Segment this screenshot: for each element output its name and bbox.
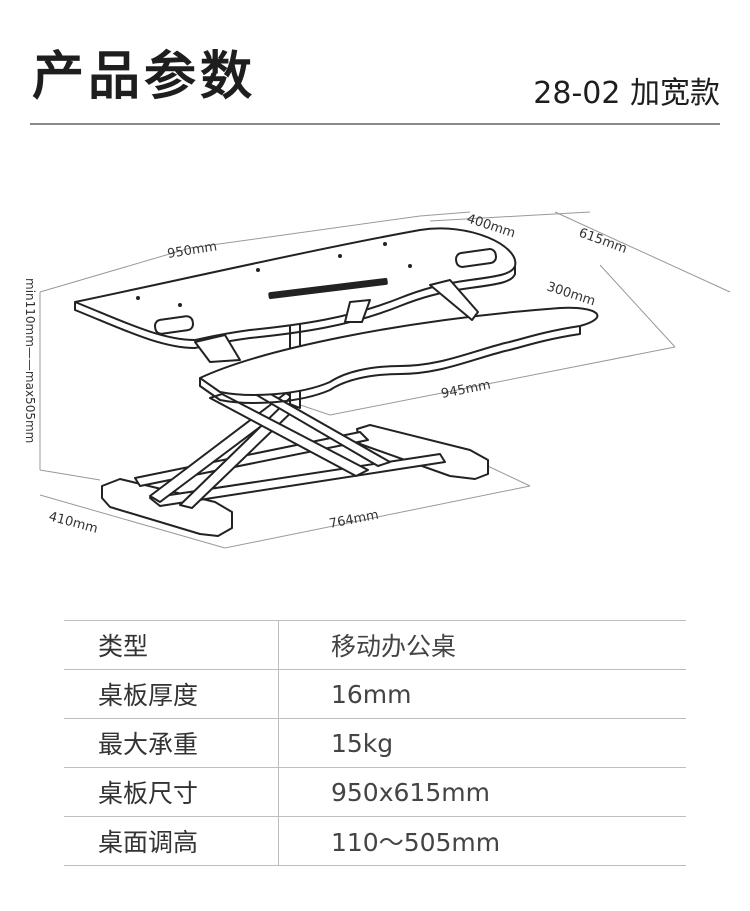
desk-top-surface	[74, 227, 517, 341]
spec-label: 最大承重	[64, 718, 279, 768]
keyboard-tray	[199, 306, 599, 396]
spec-row: 桌面调高 110～505mm	[64, 816, 686, 866]
spec-label: 桌面调高	[64, 816, 279, 866]
riser-bracket-left	[194, 334, 241, 363]
label-base-width: 764mm	[328, 508, 380, 532]
dim-line-base-width	[224, 485, 531, 549]
dim-line-base-depth	[39, 494, 226, 549]
spec-label: 桌板尺寸	[64, 767, 279, 817]
page-title: 产品参数	[32, 47, 257, 107]
spec-row: 类型 移动办公桌	[64, 620, 686, 670]
spec-table: 类型 移动办公桌桌板厚度 16mm 最大承重 15kg 桌板尺寸 950x615mm 桌面调高…	[64, 620, 686, 866]
label-base-depth: 410mm	[47, 509, 99, 536]
spec-row: 桌板厚度 16mm	[64, 669, 686, 719]
base-back-foot	[356, 424, 489, 480]
dim-line-top-width-left	[39, 247, 191, 293]
spec-row: 桌板尺寸 950x615mm	[64, 767, 686, 817]
spec-label: 桌板厚度	[64, 669, 279, 719]
label-tray-width: 945mm	[440, 378, 492, 402]
label-height-range: min110mm——max505mm	[23, 278, 37, 443]
label-top-width: 950mm	[166, 239, 218, 262]
left-handle	[153, 315, 195, 335]
scissor-leg-front-b	[209, 393, 369, 477]
dim-line-depth	[429, 211, 591, 222]
spec-value: 16mm	[331, 679, 412, 709]
spec-value: 15kg	[331, 728, 394, 758]
spec-value: 110～505mm	[331, 828, 501, 857]
label-total-depth: 615mm	[577, 226, 629, 257]
header-divider	[30, 123, 720, 125]
model-name: 28-02 加宽款	[533, 76, 720, 111]
right-handle	[454, 248, 498, 268]
riser-bracket-right	[429, 279, 479, 321]
spec-label: 类型	[64, 620, 279, 670]
spec-value: 950x615mm	[331, 777, 490, 807]
spec-value: 移动办公桌	[331, 632, 457, 661]
spec-row: 最大承重 15kg	[64, 718, 686, 768]
tablet-slot	[268, 277, 388, 300]
product-dimension-drawing: 950mm 400mm 615mm 300mm 945mm 764mm 410m…	[23, 211, 731, 549]
label-tray-depth: 300mm	[545, 280, 597, 310]
